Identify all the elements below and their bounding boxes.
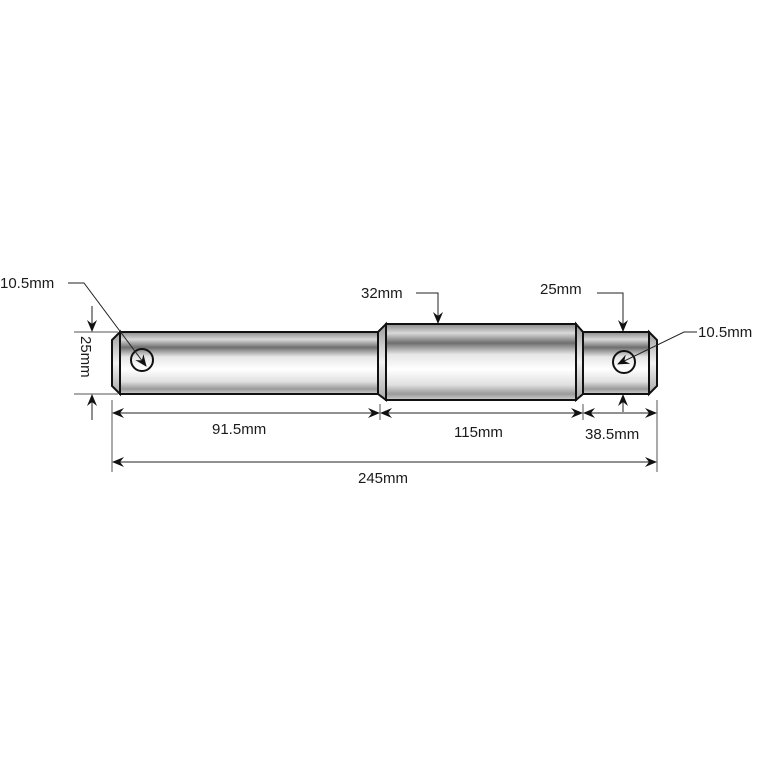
right-length-label: 38.5mm bbox=[585, 426, 639, 443]
collar bbox=[385, 323, 577, 401]
right-hole-icon bbox=[612, 350, 636, 374]
left-hole-icon bbox=[130, 348, 154, 372]
left-chamfer bbox=[111, 329, 121, 397]
right-chamfer bbox=[648, 329, 658, 397]
total-length-label: 245mm bbox=[358, 470, 408, 487]
left-hole-diameter-label: 10.5mm bbox=[0, 275, 54, 292]
right-hole-diameter-label: 10.5mm bbox=[698, 324, 752, 341]
dimension-lines bbox=[68, 282, 697, 467]
right-diameter-label: 25mm bbox=[540, 281, 582, 298]
left-shaft bbox=[119, 331, 381, 395]
collar-right-chamfer bbox=[575, 321, 584, 403]
right-shaft bbox=[582, 331, 650, 395]
collar-length-label: 115mm bbox=[454, 424, 503, 441]
dimension-labels: 10.5mm 25mm 32mm 25mm 10.5mm 91.5mm 115m… bbox=[0, 275, 752, 487]
left-diameter-label: 25mm bbox=[77, 336, 94, 378]
collar-diameter-label: 32mm bbox=[361, 285, 403, 302]
pin-body bbox=[111, 321, 658, 403]
collar-left-chamfer bbox=[377, 321, 387, 402]
left-length-label: 91.5mm bbox=[212, 421, 266, 438]
